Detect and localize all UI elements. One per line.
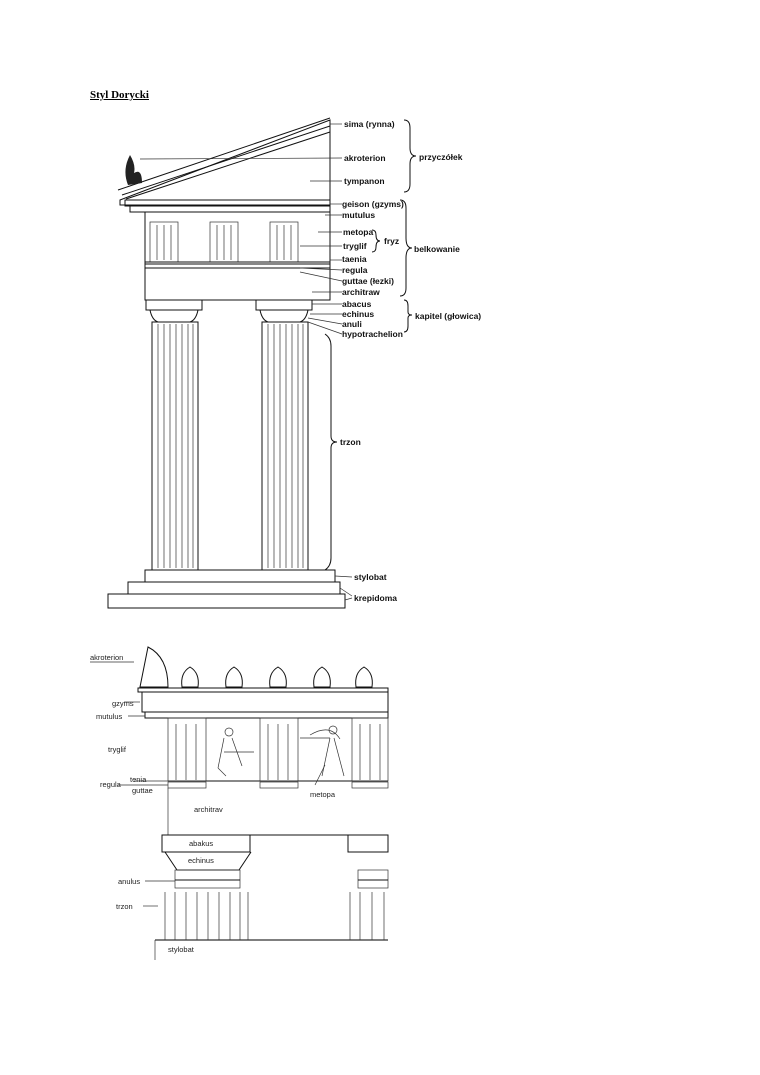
label-metopa-2: metopa <box>310 790 336 799</box>
group-przyczolek: przyczółek <box>419 152 463 162</box>
group-belkowanie: belkowanie <box>414 244 460 254</box>
akroterion-ornament <box>125 155 142 185</box>
label-abacus: abacus <box>342 299 372 309</box>
akroteria <box>139 646 373 688</box>
label-hypotrachelion: hypotrachelion <box>342 329 403 339</box>
pediment-drawing <box>117 117 331 206</box>
label-anuli: anuli <box>342 319 362 329</box>
label-tryglif-2: tryglif <box>108 745 127 754</box>
label-abakus: abakus <box>189 839 213 848</box>
label-tenia: tenia <box>130 775 147 784</box>
doric-order-diagram-bottom: akroterion gzyms mutulus tryglif tenia r… <box>90 646 389 960</box>
group-braces <box>324 119 417 571</box>
page-title: Styl Dorycki <box>90 89 149 101</box>
label-mutulus: mutulus <box>342 210 375 220</box>
label-sima: sima (rynna) <box>344 119 395 129</box>
label-stylobat: stylobat <box>354 572 387 582</box>
label-trzon: trzon <box>340 437 361 447</box>
label-stylobat-2: stylobat <box>168 945 195 954</box>
columns-drawing <box>107 299 346 609</box>
metope-figures <box>217 725 345 777</box>
label-architrav: architrav <box>194 805 223 814</box>
label-taenia: taenia <box>342 254 367 264</box>
label-tympanon: tympanon <box>344 176 385 186</box>
label-anulus: anulus <box>118 877 140 886</box>
label-gzyms: gzyms <box>112 699 134 708</box>
label-regula-2: regula <box>100 780 122 789</box>
label-tryglif: tryglif <box>343 241 367 251</box>
label-guttae: guttae (łezki) <box>342 276 394 286</box>
entablature-drawing <box>124 199 331 301</box>
label-geison: geison (gzyms) <box>342 199 404 209</box>
label-architraw: architraw <box>342 287 380 297</box>
label-mutulus-2: mutulus <box>96 712 123 721</box>
label-echinus-2: echinus <box>188 856 214 865</box>
group-kapitel: kapitel (głowica) <box>415 311 481 321</box>
leader-lines <box>139 123 353 601</box>
top-labels: sima (rynna) akroterion tympanon geison … <box>340 119 481 603</box>
group-fryz: fryz <box>384 236 399 246</box>
label-akroterion: akroterion <box>344 153 386 163</box>
label-metopa: metopa <box>343 227 374 237</box>
label-krepidoma: krepidoma <box>354 593 397 603</box>
label-guttae-2: guttae <box>132 786 153 795</box>
label-akroterion-2: akroterion <box>90 653 123 662</box>
label-regula: regula <box>342 265 368 275</box>
label-echinus: echinus <box>342 309 374 319</box>
label-trzon-2: trzon <box>116 902 133 911</box>
